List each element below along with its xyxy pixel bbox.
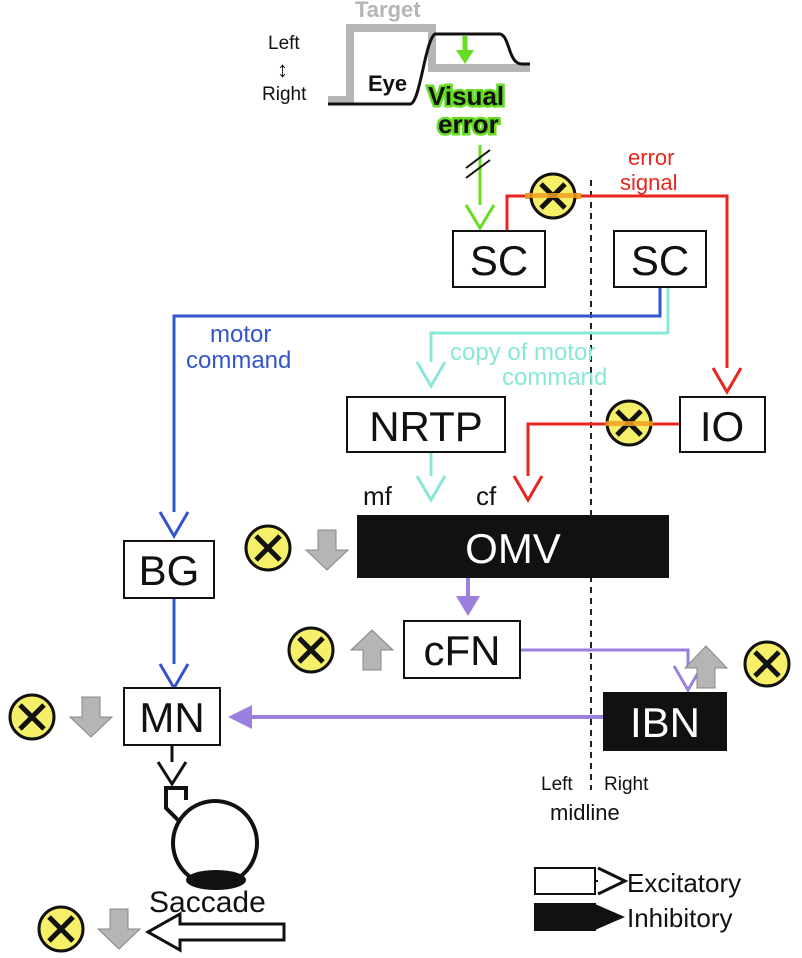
- eye-trace: [328, 32, 530, 106]
- node-io: IO: [679, 396, 766, 453]
- lesion-icon-ibn: [743, 640, 791, 688]
- svg-text:IBN: IBN: [630, 699, 700, 746]
- eye-label: Eye: [368, 71, 407, 96]
- cf-label: cf: [476, 481, 497, 511]
- decrease-arrow-icon-saccade: [96, 908, 142, 950]
- svg-text:NRTP: NRTP: [369, 403, 483, 450]
- mf-label: mf: [363, 481, 393, 511]
- motor-command-pathway: motor command: [158, 286, 662, 691]
- midline-right-label: Right: [604, 774, 649, 795]
- lesion-icon-saccade: [37, 905, 85, 953]
- node-sc-right: SC: [613, 230, 707, 288]
- svg-text:Inhibitory: Inhibitory: [627, 903, 733, 933]
- node-bg: BG: [123, 540, 215, 599]
- svg-text:SC: SC: [470, 237, 528, 284]
- saccade-arrow-icon: [144, 911, 286, 953]
- svg-text:OMV: OMV: [465, 525, 561, 572]
- node-sc-left: SC: [452, 230, 546, 288]
- svg-text:cFN: cFN: [424, 627, 501, 674]
- right-label: Right: [262, 84, 307, 105]
- lesion-icon-cfn: [287, 626, 335, 674]
- svg-text:BG: BG: [139, 547, 200, 594]
- svg-text:IO: IO: [700, 403, 744, 450]
- legend-excitatory: Excitatory: [534, 866, 741, 898]
- target-trace: [328, 24, 530, 104]
- node-mn: MN: [123, 687, 221, 746]
- svg-text:Excitatory: Excitatory: [627, 868, 741, 898]
- node-omv: OMV: [357, 515, 669, 578]
- decrease-arrow-icon-mn: [68, 696, 114, 738]
- svg-text:Visual: Visual: [428, 81, 504, 111]
- visual-error-text: Visual error: [426, 79, 507, 142]
- lesion-icon-omv: [244, 524, 292, 572]
- copy-motor-command-pathway: copy of motor command: [415, 286, 670, 503]
- legend: Excitatory Inhibitory: [534, 866, 741, 933]
- target-label: Target: [355, 0, 421, 22]
- midline-left-label: Left: [541, 774, 573, 795]
- visual-error-arrowhead: [464, 204, 496, 231]
- lesion-icon-mn: [8, 693, 56, 741]
- increase-arrow-icon-ibn: [683, 645, 729, 689]
- left-label: Left: [268, 33, 300, 54]
- decrease-arrow-icon-omv: [304, 529, 350, 571]
- error-signal-label-2: signal: [620, 170, 677, 195]
- saccade-label: Saccade: [149, 886, 266, 919]
- copy-motor-command-label-2: command: [502, 364, 607, 391]
- svg-text:error: error: [438, 109, 499, 139]
- svg-text:SC: SC: [631, 237, 689, 284]
- node-ibn: IBN: [603, 692, 727, 751]
- motor-command-label-2: command: [186, 347, 291, 374]
- motor-command-label: motor: [210, 321, 271, 348]
- eye-icon: [164, 786, 259, 890]
- visual-error-pathway: [464, 145, 496, 231]
- updown-arrow-icon: ↕: [277, 57, 288, 82]
- lesion-icon-climbing-fiber: [605, 399, 653, 447]
- eye-target-trace: Target Eye Left ↕ Right Visual error: [262, 0, 530, 142]
- increase-arrow-icon-cfn: [349, 629, 395, 671]
- purkinje-pathways: [228, 578, 704, 729]
- lesion-icon-error-signal: [525, 172, 581, 220]
- midline-label: midline: [550, 800, 620, 825]
- legend-inhibitory: Inhibitory: [534, 903, 733, 933]
- node-nrtp: NRTP: [346, 396, 506, 453]
- svg-text:MN: MN: [139, 694, 204, 741]
- error-signal-label: error: [628, 145, 674, 170]
- mn-to-eye-pathway: [156, 745, 188, 787]
- node-cfn: cFN: [403, 620, 521, 679]
- visual-error-trace-arrowhead: [456, 50, 474, 64]
- copy-motor-command-label: copy of motor: [450, 339, 595, 366]
